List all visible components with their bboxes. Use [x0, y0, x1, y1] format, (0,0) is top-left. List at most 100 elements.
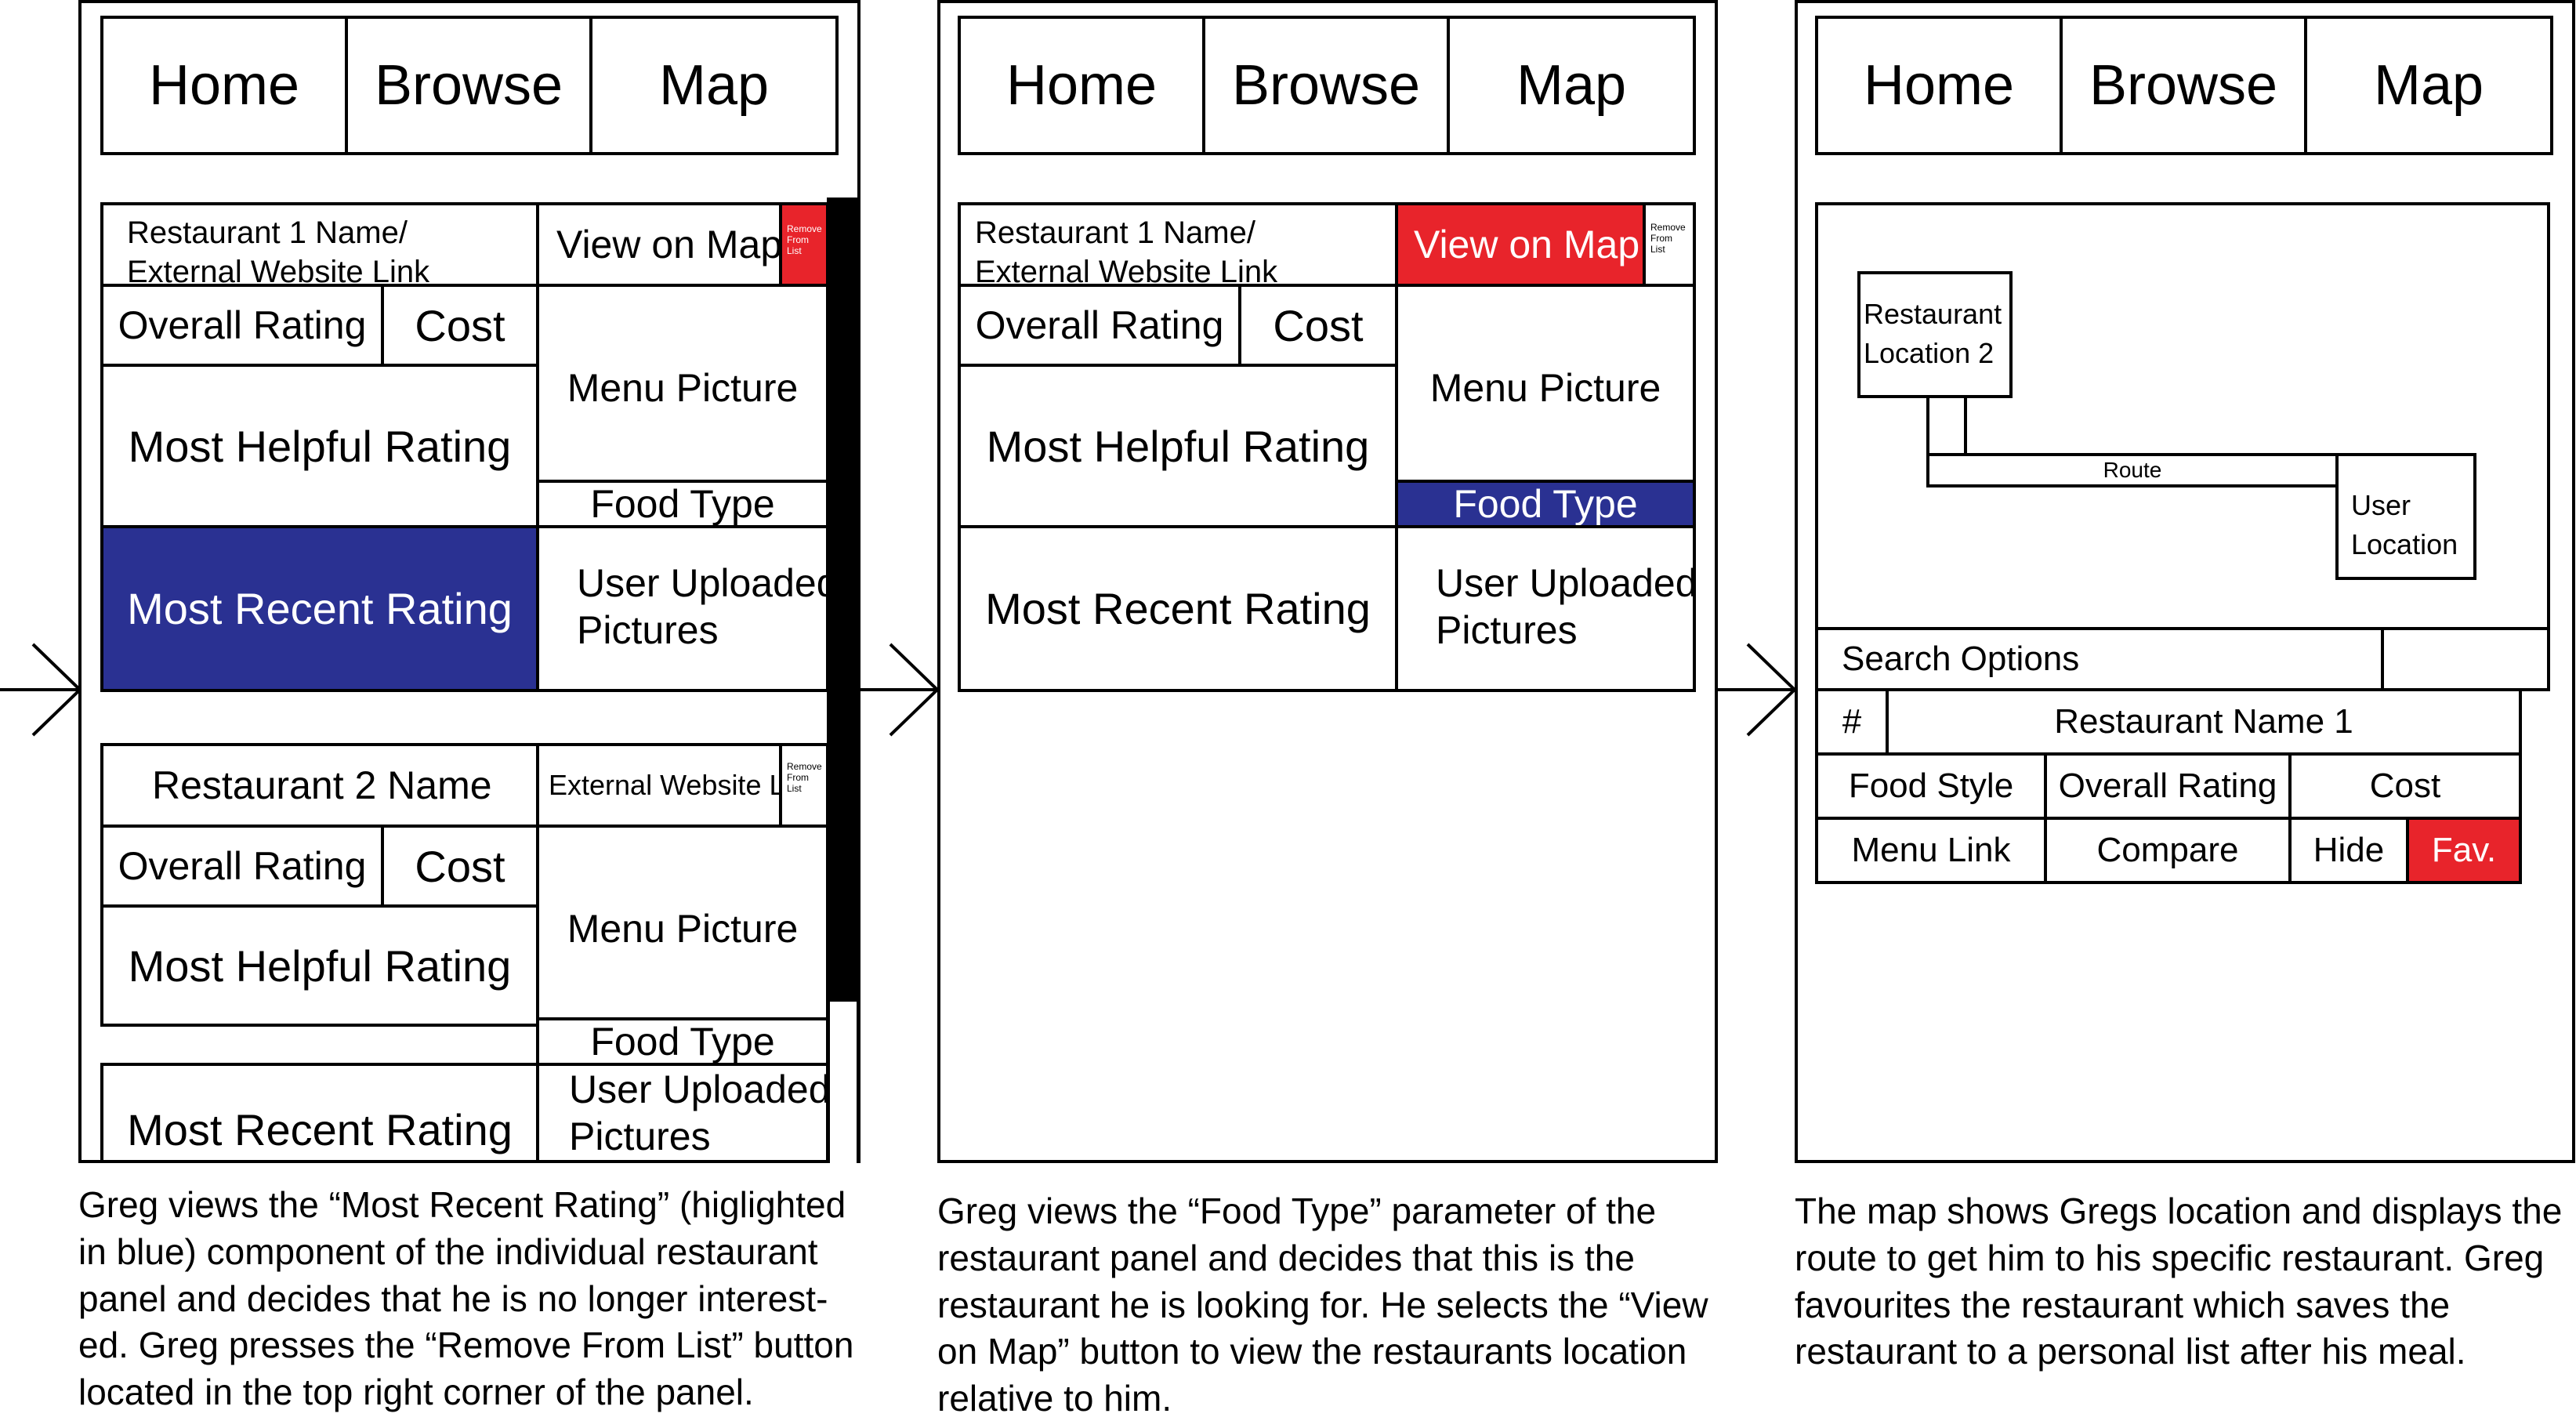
remove-line-2: From	[1650, 232, 1672, 244]
marker-line-1: User	[2351, 489, 2411, 521]
caption-line: panel and decides that he is no longer i…	[78, 1278, 828, 1319]
nav-bar-3: Home Browse Map	[1815, 16, 2553, 155]
arrow-1	[0, 643, 82, 737]
route-connector-vertical	[1926, 395, 1967, 458]
remove-line-2: From	[787, 771, 809, 783]
restaurant-name-link[interactable]: Restaurant 1 Name/ External Website Link	[100, 202, 539, 289]
remove-from-list-button[interactable]: Remove From List	[1643, 202, 1696, 287]
remove-from-list-button[interactable]: Remove From List	[779, 202, 829, 287]
caption-line: ed. Greg presses the “Remove From List” …	[78, 1325, 854, 1366]
search-options-toggle[interactable]	[2381, 627, 2550, 691]
overall-rating: Overall Rating	[2044, 752, 2292, 820]
most-recent-rating: Most Recent Rating	[100, 1063, 539, 1163]
cost: Cost	[381, 825, 539, 908]
scrollbar-thumb[interactable]	[827, 198, 860, 1002]
result-number: #	[1815, 688, 1889, 756]
view-on-map-button[interactable]: View on Map	[536, 202, 806, 287]
restaurant-card-2: Restaurant 2 Name External Website Link …	[100, 743, 831, 1163]
user-pics-line-2: Pictures	[1436, 608, 1578, 652]
user-pics-line-1: User Uploaded	[569, 1067, 831, 1111]
nav-home[interactable]: Home	[1815, 16, 2063, 155]
nav-browse[interactable]: Browse	[2060, 16, 2307, 155]
restaurant-2-name: Restaurant 2 Name	[100, 743, 539, 828]
most-helpful-rating: Most Helpful Rating	[958, 364, 1398, 528]
search-options-bar[interactable]: Search Options	[1815, 627, 2384, 691]
caption-2: Greg views the “Food Type” parameter of …	[937, 1188, 1721, 1423]
remove-line-3: List	[787, 782, 802, 794]
user-uploaded-pictures: User Uploaded Pictures	[536, 1063, 831, 1163]
user-pics-line-1: User Uploaded	[1436, 561, 1697, 605]
remove-line-1: Remove	[787, 223, 822, 234]
caption-line: Greg views the “Most Recent Rating” (hig…	[78, 1184, 846, 1225]
name-line-1: Restaurant 1 Name/	[127, 216, 408, 250]
caption-line: restaurant panel and decides that this i…	[937, 1237, 1635, 1278]
menu-picture: Menu Picture	[536, 825, 829, 1020]
marker-line-2: Location 2	[1864, 337, 1994, 370]
nav-bar-1: Home Browse Map	[100, 16, 839, 155]
name-line-1: Restaurant 1 Name/	[975, 216, 1255, 250]
remove-line-3: List	[1650, 243, 1665, 255]
marker-line-2: Location	[2351, 528, 2458, 561]
most-helpful-rating: Most Helpful Rating	[100, 364, 539, 528]
menu-picture: Menu Picture	[1395, 284, 1696, 483]
restaurant-card-1: Restaurant 1 Name/ External Website Link…	[100, 202, 839, 692]
favourite-button-highlighted[interactable]: Fav.	[2406, 817, 2522, 884]
nav-map[interactable]: Map	[2304, 16, 2553, 155]
name-line-2: External Website Link	[127, 255, 430, 289]
cost: Cost	[1238, 284, 1398, 367]
overall-rating: Overall Rating	[100, 284, 384, 367]
user-uploaded-pictures: User Uploaded Pictures	[536, 525, 839, 692]
caption-line: The map shows Gregs location and display…	[1795, 1191, 2563, 1231]
remove-line-2: From	[787, 234, 809, 245]
restaurant-card-1: Restaurant 1 Name/ External Website Link…	[958, 202, 1697, 692]
most-recent-rating-highlighted[interactable]: Most Recent Rating	[100, 525, 539, 692]
nav-home[interactable]: Home	[100, 16, 348, 155]
food-type: Food Type	[536, 1017, 829, 1066]
caption-line: located in the top right corner of the p…	[78, 1372, 754, 1413]
food-type: Food Type	[536, 480, 829, 528]
overall-rating: Overall Rating	[958, 284, 1241, 367]
remove-from-list-button-2[interactable]: Remove From List	[779, 743, 829, 828]
compare-button[interactable]: Compare	[2044, 817, 2292, 884]
marker-line-1: Restaurant	[1864, 298, 2002, 330]
name-line-2: External Website Link	[975, 255, 1278, 289]
user-pics-line-2: Pictures	[577, 608, 719, 652]
nav-browse[interactable]: Browse	[1202, 16, 1450, 155]
cost: Cost	[381, 284, 539, 367]
user-location-marker: User Location	[2335, 453, 2476, 580]
view-on-map-button-highlighted[interactable]: View on Map	[1395, 202, 1646, 287]
remove-line-1: Remove	[787, 761, 822, 772]
caption-1: Greg views the “Most Recent Rating” (hig…	[78, 1182, 862, 1416]
most-recent-rating: Most Recent Rating	[958, 525, 1398, 692]
remove-line-1: Remove	[1650, 222, 1686, 233]
result-restaurant-name[interactable]: Restaurant Name 1	[1886, 688, 2522, 756]
caption-line: route to get him to his specific restaur…	[1795, 1237, 2545, 1278]
food-type-highlighted[interactable]: Food Type	[1395, 480, 1696, 528]
nav-map[interactable]: Map	[589, 16, 839, 155]
arrow-2	[859, 643, 940, 737]
user-pics-line-2: Pictures	[569, 1114, 711, 1158]
menu-link[interactable]: Menu Link	[1815, 817, 2047, 884]
caption-line: favourites the restaurant which saves th…	[1795, 1284, 2451, 1325]
caption-line: in blue) component of the individual res…	[78, 1230, 818, 1272]
nav-browse[interactable]: Browse	[345, 16, 592, 155]
caption-line: relative to him.	[937, 1378, 1172, 1419]
caption-3: The map shows Gregs location and display…	[1795, 1188, 2575, 1375]
overall-rating: Overall Rating	[100, 825, 384, 908]
food-style: Food Style	[1815, 752, 2047, 820]
arrow-3	[1716, 643, 1797, 737]
hide-button[interactable]: Hide	[2288, 817, 2409, 884]
caption-line: Greg views the “Food Type” parameter of …	[937, 1191, 1657, 1231]
route-line: Route	[1926, 453, 2339, 487]
remove-line-3: List	[787, 245, 802, 256]
route-label: Route	[2103, 458, 2162, 482]
caption-line: restaurant he is looking for. He selects…	[937, 1284, 1708, 1325]
caption-line: restaurant to a personal list after his …	[1795, 1331, 2466, 1372]
external-website-link[interactable]: External Website Link	[536, 743, 821, 828]
nav-home[interactable]: Home	[958, 16, 1205, 155]
restaurant-location-2-marker[interactable]: Restaurant Location 2	[1857, 271, 2013, 398]
nav-map[interactable]: Map	[1447, 16, 1696, 155]
cost: Cost	[2288, 752, 2522, 820]
restaurant-name-link[interactable]: Restaurant 1 Name/ External Website Link	[958, 202, 1398, 289]
caption-line: on Map” button to view the restaurants l…	[937, 1331, 1687, 1372]
